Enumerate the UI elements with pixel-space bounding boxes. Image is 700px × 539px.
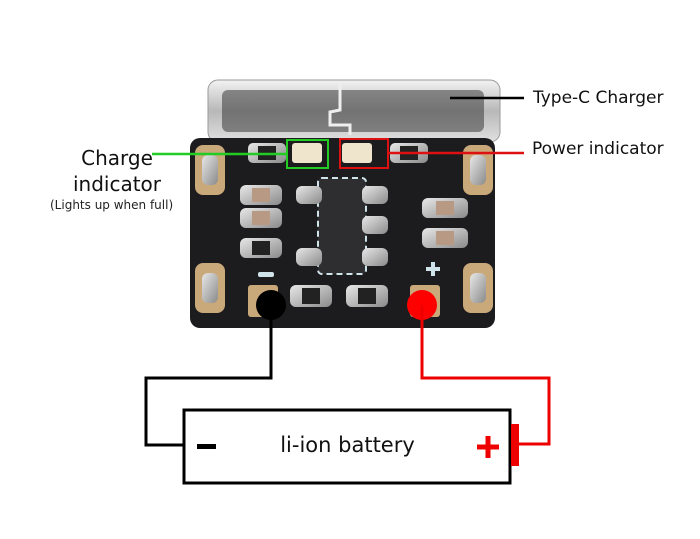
type-c-connector [207, 79, 501, 143]
charge-indicator-label: Charge indicator [72, 145, 162, 197]
battery-plus-sign [477, 436, 499, 458]
charge-indicator-label-line2: indicator [72, 172, 162, 196]
power-indicator-label: Power indicator [532, 139, 664, 159]
pcb-board [190, 138, 495, 328]
ic-chip [317, 177, 367, 275]
power-led [342, 143, 372, 163]
minus-silkscreen [258, 272, 274, 277]
positive-wire [420, 305, 551, 446]
type-c-charger-label: Type-C Charger [533, 88, 664, 108]
battery-minus-sign [197, 444, 216, 449]
battery-label: li-ion battery [280, 433, 415, 457]
negative-wire [144, 305, 273, 447]
charge-led [292, 143, 322, 163]
battery-body [182, 408, 512, 485]
charge-indicator-label-line1: Charge [81, 146, 153, 170]
charge-indicator-note: (Lights up when full) [50, 198, 174, 212]
plus-silkscreen [426, 262, 440, 276]
battery-positive-cap [511, 424, 519, 466]
corner-pads [195, 145, 493, 313]
